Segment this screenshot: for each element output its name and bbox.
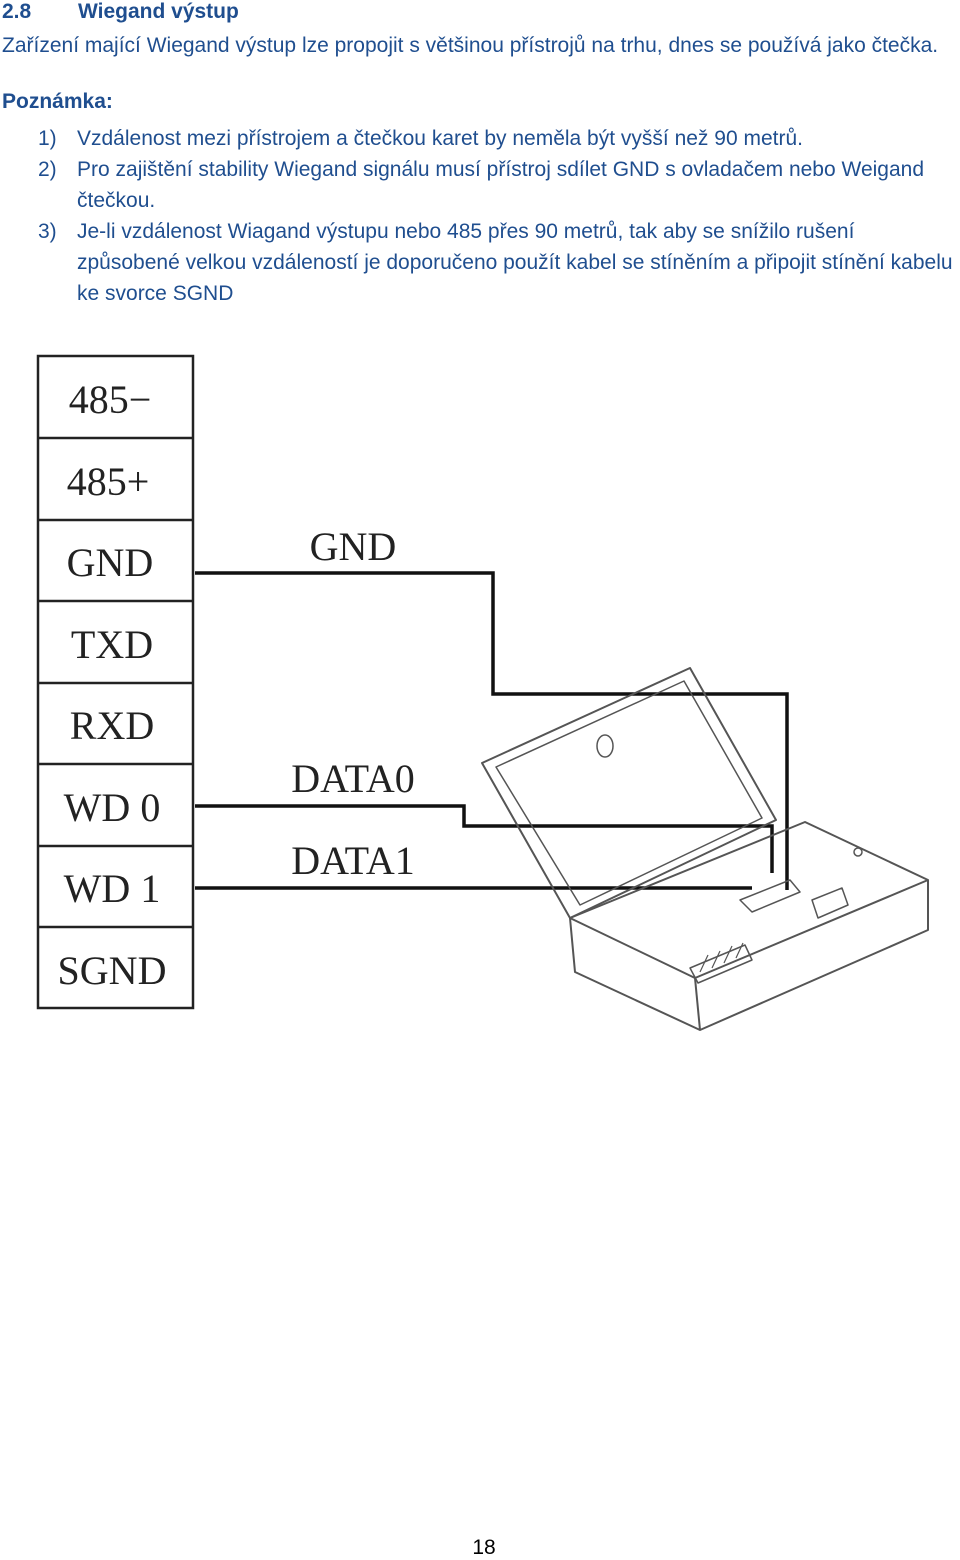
section-number: 2.8 — [2, 0, 32, 23]
terminal-label-wd1: WD 1 — [64, 866, 161, 911]
wire-label-data1: DATA1 — [291, 838, 414, 883]
reader-lid — [481, 667, 777, 919]
terminal-label-rxd: RXD — [70, 703, 154, 748]
terminal-label-txd: TXD — [71, 622, 153, 667]
wires — [195, 571, 789, 890]
terminal-label-gnd: GND — [67, 540, 154, 585]
reader-pin — [711, 950, 721, 969]
note-number: 3) — [38, 220, 57, 243]
reader-connector-2 — [811, 887, 849, 919]
section-heading: 2.8 Wiegand výstup — [0, 0, 239, 24]
note-number: 2) — [38, 158, 57, 181]
reader-screw-hole — [853, 847, 863, 857]
reader-pin — [723, 945, 733, 964]
reader-pin — [699, 954, 709, 973]
reader-terminal-strip — [689, 944, 753, 984]
terminal-label-wd0: WD 0 — [64, 785, 161, 830]
terminal-label-485-plus: 485+ — [67, 459, 150, 504]
reader-lid-inner — [495, 680, 763, 906]
terminal-label-sgnd: SGND — [58, 948, 167, 993]
note-label: Poznámka: — [2, 90, 113, 113]
terminal-block — [36, 354, 195, 1010]
section-title: Wiegand výstup — [78, 0, 239, 23]
reader-connector — [739, 879, 801, 913]
reader-base-edge — [694, 977, 701, 1031]
reader-lid-screw-icon — [596, 734, 614, 758]
wiring-diagram: 485− 485+ GND TXD RXD WD 0 WD 1 SGND GND… — [36, 354, 929, 1031]
note-text: Je-li vzdálenost Wiagand výstupu nebo 48… — [77, 220, 953, 305]
wire-gnd — [195, 571, 789, 890]
wire-label-data0: DATA0 — [291, 756, 414, 801]
note-text: Pro zajištění stability Wiegand signálu … — [77, 158, 925, 212]
wire-label-gnd: GND — [310, 524, 397, 569]
terminal-label-485-minus: 485− — [69, 377, 152, 422]
note-number: 1) — [38, 127, 57, 150]
reader-pin — [735, 942, 744, 959]
intro-paragraph: Zařízení mající Wiegand výstup lze propo… — [2, 34, 939, 57]
page-number: 18 — [472, 1536, 496, 1559]
card-reader-drawing — [481, 667, 929, 1031]
wire-data0 — [195, 804, 774, 873]
note-text: Vzdálenost mezi přístrojem a čtečkou kar… — [77, 127, 803, 150]
